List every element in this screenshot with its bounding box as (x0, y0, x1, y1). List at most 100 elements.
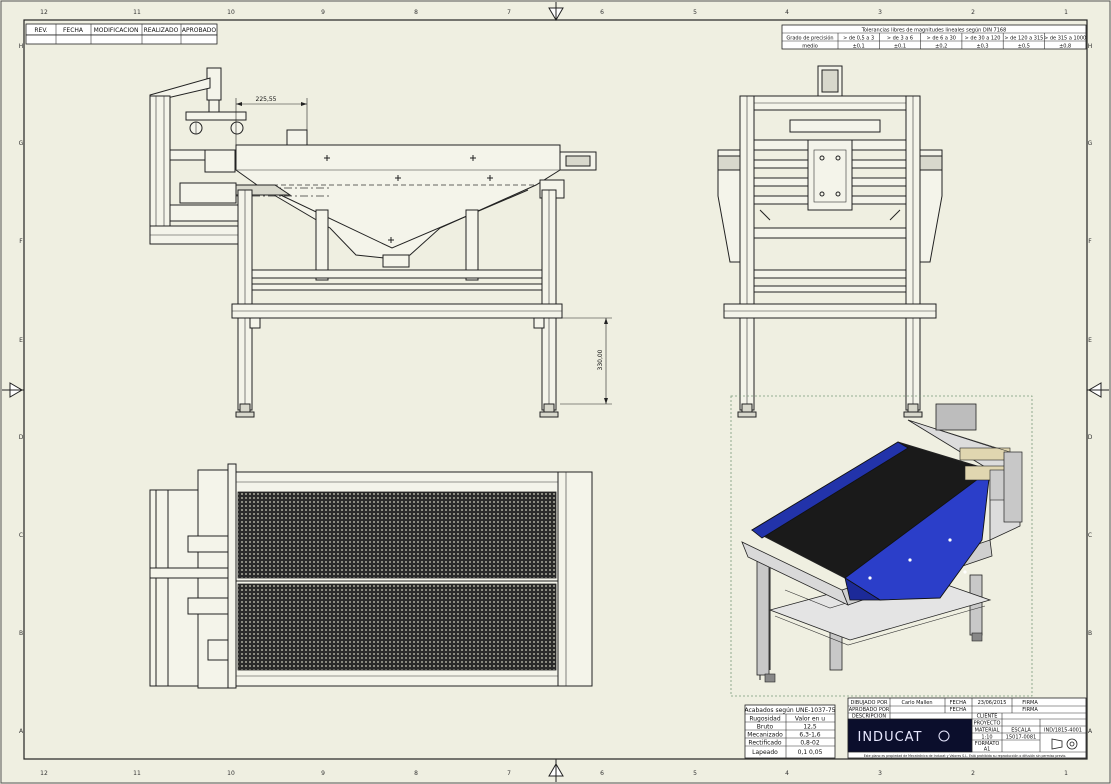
finish-table: Acabados según UNE-1037-75 Rugosidad Val… (744, 704, 836, 759)
tolerance-value: ±0,8 (1059, 44, 1071, 50)
tolerance-grade-label: Grado de precisión (786, 35, 833, 42)
tolerance-value: ±0,2 (935, 44, 947, 50)
grid-column-label: 7 (507, 9, 511, 16)
date-label: FECHA (950, 700, 967, 706)
company-logo-panel (847, 718, 973, 753)
rev-header-fecha: FECHA (63, 27, 84, 34)
grid-column-label: 5 (693, 9, 697, 16)
company-logo-text: INDUCAT (858, 730, 923, 745)
finish-row-value: 0,1 0,05 (798, 749, 823, 756)
grid-column-label: 7 (507, 770, 511, 777)
grid-row-label: E (19, 337, 23, 344)
company-logo-icon (938, 730, 950, 742)
rev-header-aprobado: APROBADO (182, 27, 216, 34)
grid-row-label: D (19, 434, 24, 441)
grid-column-label: 11 (133, 9, 141, 16)
grid-row-label: G (19, 140, 24, 147)
project-label: PROYECTO (974, 721, 1001, 727)
tolerance-range: > de 315 a 1000 (1044, 36, 1086, 42)
firma-label-2: FIRMA (1022, 707, 1038, 713)
grid-column-label: 1 (1064, 9, 1068, 16)
top-view (149, 463, 593, 689)
rev-header-modificacion: MODIFICACION (94, 27, 139, 34)
scale-label: ESCALA (1011, 728, 1031, 734)
tolerance-range: > de 120 a 315 (1004, 36, 1043, 42)
grid-column-label: 6 (600, 770, 604, 777)
grid-row-label: A (1088, 728, 1093, 735)
grid-row-label: C (1088, 532, 1092, 539)
grid-row-label: F (1088, 238, 1092, 245)
firma-label: FIRMA (1022, 700, 1038, 706)
tolerance-table: Tolerancias libres de magnitudes lineale… (781, 24, 1087, 50)
format-value: A1 (984, 747, 991, 753)
finish-row-name: Rectificado (748, 740, 781, 747)
side-view (717, 65, 943, 418)
tolerance-value: ±0,3 (976, 44, 988, 50)
code-number: 15017-0081 (1006, 735, 1036, 741)
dimension-top-width: 225,55 (256, 96, 277, 103)
grid-column-label: 11 (133, 770, 141, 777)
date-value: 23/06/2015 (978, 700, 1007, 706)
client-label: CLIENTE (977, 714, 998, 720)
grid-labels-left: H G F E D C B A (19, 43, 24, 735)
grid-row-label: D (1088, 434, 1093, 441)
scale-value: 1:10 (981, 735, 992, 741)
grid-column-label: 3 (878, 770, 882, 777)
grid-column-label: 8 (414, 770, 418, 777)
grid-row-label: B (1088, 630, 1092, 637)
rev-header-rev: REV. (34, 27, 47, 34)
grid-row-label: H (1088, 43, 1093, 50)
tolerance-range: > de 3 a 6 (887, 36, 913, 42)
grid-row-label: B (19, 630, 23, 637)
drawn-by-name: Carlo Mallen (901, 700, 932, 706)
tolerance-value: ±0,1 (894, 44, 906, 50)
description-label: DESCRIPCION (852, 714, 887, 720)
mesh-panel-lower (237, 583, 557, 671)
grid-row-label: E (1088, 337, 1092, 344)
finish-row-name: Mecanizado (747, 732, 783, 739)
tolerance-range: > de 30 a 120 (965, 36, 1001, 42)
grid-column-label: 12 (40, 9, 48, 16)
grid-column-label: 5 (693, 770, 697, 777)
title-block: DIBUJADO POR Carlo Mallen FECHA 23/06/20… (847, 697, 1087, 759)
grid-column-label: 2 (971, 9, 975, 16)
revision-table: REV. FECHA MODIFICACION REALIZADO APROBA… (25, 23, 218, 45)
finish-title: Acabados según UNE-1037-75 (744, 707, 835, 714)
finish-row-value: 6,3-1,6 (799, 732, 820, 739)
grid-column-label: 4 (785, 9, 789, 16)
approved-label: APROBADO POR (849, 707, 890, 713)
finish-row-name: Lapeado (752, 749, 778, 756)
front-view: 225,55 330,00 (149, 67, 612, 418)
tolerance-mode-label: medio (802, 44, 818, 50)
grid-row-label: A (19, 728, 24, 735)
dimension-leg-height: 330,00 (597, 349, 604, 370)
tolerance-title: Tolerancias libres de magnitudes lineale… (861, 27, 1007, 34)
grid-row-label: H (19, 43, 24, 50)
grid-row-label: F (19, 238, 23, 245)
grid-column-label: 9 (321, 770, 325, 777)
finish-header-valor: Valor en u (795, 716, 825, 723)
grid-column-label: 2 (971, 770, 975, 777)
format-label: FORMATO (975, 741, 1000, 747)
finish-header-rugosidad: Rugosidad (749, 716, 780, 723)
drawn-by-label: DIBUJADO POR (850, 700, 888, 706)
date-label-2: FECHA (950, 707, 967, 713)
grid-column-label: 8 (414, 9, 418, 16)
rev-header-realizado: REALIZADO (144, 27, 179, 34)
finish-row-value: 12,5 (803, 724, 817, 731)
grid-row-label: C (19, 532, 23, 539)
tolerance-value: ±0,1 (853, 44, 865, 50)
grid-column-label: 12 (40, 770, 48, 777)
grid-row-label: G (1088, 140, 1093, 147)
tolerance-range: > de 6 a 30 (927, 36, 956, 42)
mesh-panel-upper (237, 491, 557, 579)
finish-row-value: 0,8-02 (800, 740, 820, 747)
grid-column-label: 3 (878, 9, 882, 16)
tolerance-range: > de 0,5 a 3 (843, 36, 874, 42)
material-label: MATERIAL (975, 728, 1000, 734)
isometric-view (730, 395, 1033, 697)
